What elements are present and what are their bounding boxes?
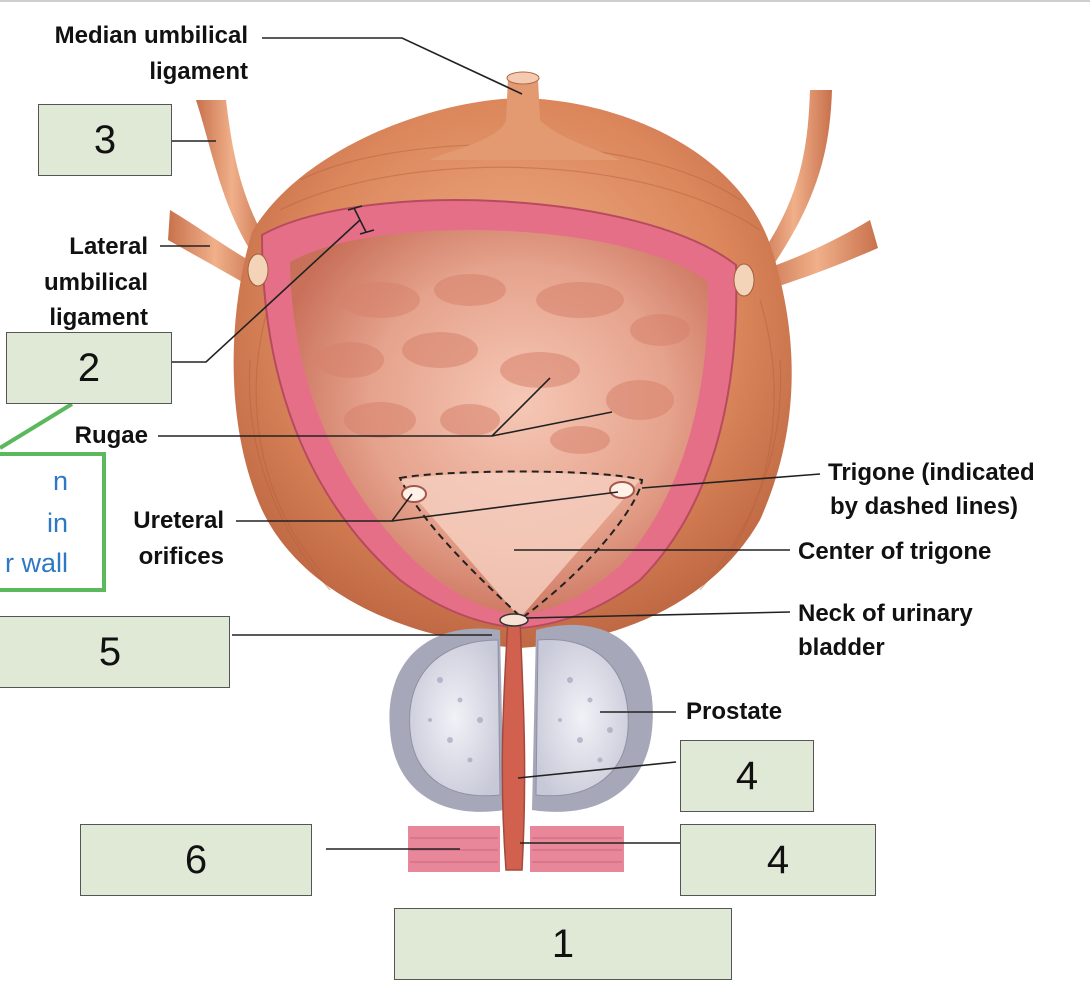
left-lateral-umbilical-ligament [168, 210, 262, 290]
answer-box-2[interactable]: 2 [6, 332, 172, 404]
label-lateral-umbilical-2: umbilical [43, 269, 148, 296]
rugae-folds [316, 274, 690, 454]
label-prostate: Prostate [686, 698, 783, 725]
label-median-umbilical-1: Median umbilical [54, 22, 248, 49]
prostate-texture [428, 677, 613, 763]
label-ureteral-2: orifices [138, 543, 224, 570]
label-neck-of-bladder-1: Neck of urinary [798, 600, 973, 627]
trigone-dashed-outline [398, 470, 644, 620]
note-line-1: n [52, 466, 68, 496]
sphincter-texture [410, 837, 622, 863]
note-line-2: in [46, 508, 68, 538]
external-sphincter-right [530, 826, 624, 872]
label-ureteral-1: Ureteral [133, 507, 224, 534]
answer-box-6[interactable]: 6 [80, 824, 312, 896]
answer-box-1[interactable]: 1 [394, 908, 732, 980]
top-border [0, 0, 1090, 2]
right-ureter [756, 90, 832, 270]
left-ureter [196, 100, 268, 250]
label-lateral-umbilical-3: ligament [49, 304, 148, 331]
trigone-region [400, 472, 640, 618]
left-ureteral-orifice [401, 485, 427, 503]
answer-box-4-upper[interactable]: 4 [680, 740, 814, 812]
label-center-of-trigone: Center of trigone [798, 538, 992, 565]
note-box: n in r wall [0, 452, 106, 592]
answer-box-4-lower[interactable]: 4 [680, 824, 876, 896]
median-umbilical-ligament [430, 78, 620, 160]
note-line-3: r wall [4, 548, 68, 578]
answer-box-3[interactable]: 3 [38, 104, 172, 176]
label-neck-of-bladder-2: bladder [798, 634, 885, 661]
right-ureteral-orifice [609, 481, 635, 499]
label-rugae: Rugae [74, 422, 148, 449]
label-lateral-umbilical-1: Lateral [69, 233, 148, 260]
leader-lines [158, 37, 821, 850]
label-trigone-2: by dashed lines) [830, 493, 1019, 520]
urethra [501, 617, 526, 871]
label-trigone-1: Trigone (indicated [828, 459, 1035, 486]
answer-box-5[interactable]: 5 [0, 616, 230, 688]
right-lateral-umbilical-ligament [756, 220, 878, 292]
label-median-umbilical-2: ligament [149, 58, 248, 85]
